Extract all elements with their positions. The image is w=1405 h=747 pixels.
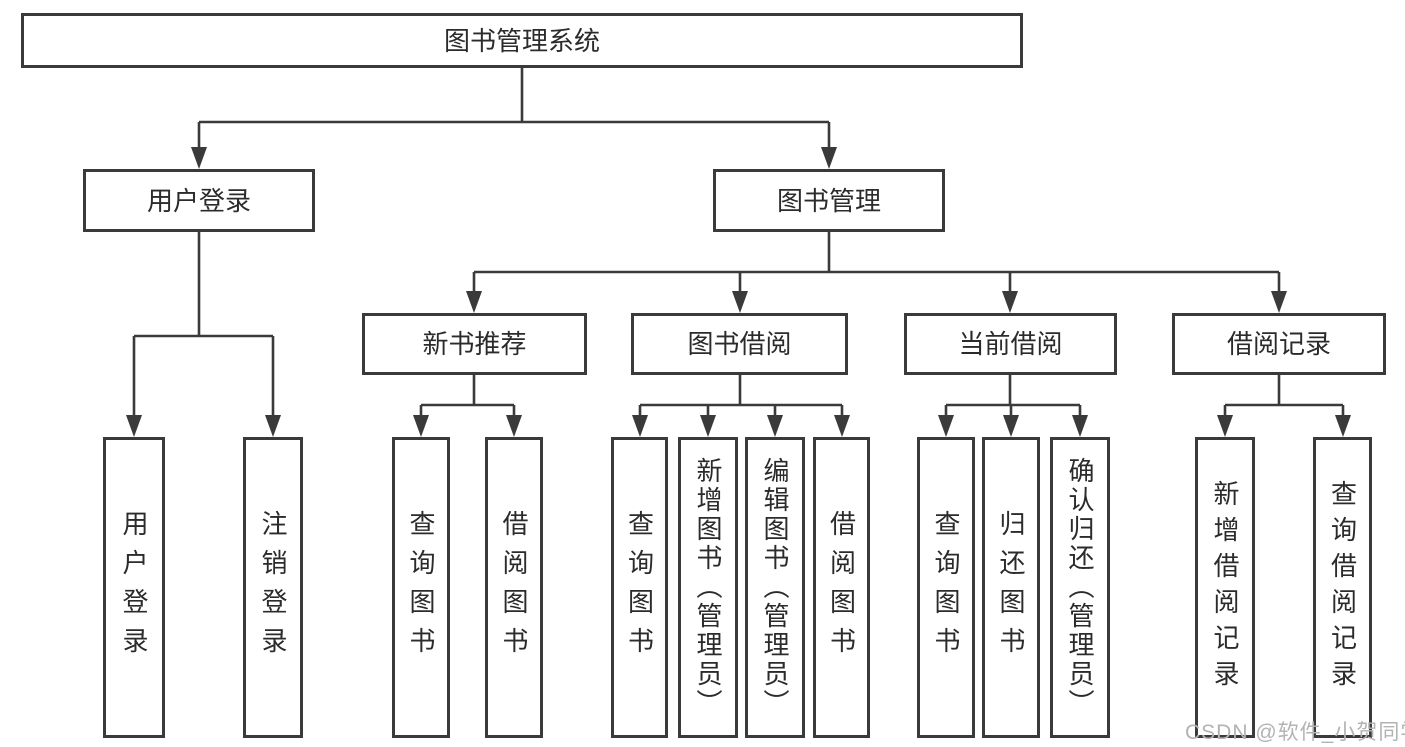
- arrowhead: [767, 415, 783, 437]
- arrowhead: [732, 291, 748, 313]
- node-library-management-system: 图书管理系统: [21, 13, 1023, 68]
- arrowhead: [1217, 415, 1233, 437]
- leaf-query-books-borrow: 查询图书: [611, 437, 668, 738]
- edge-book-borrow-to-leaves: [632, 375, 850, 437]
- leaf-add-books-admin: 新增图书（管理员）: [678, 437, 738, 738]
- arrowhead: [413, 415, 429, 437]
- edge-borrow-records-to-leaves: [1217, 375, 1351, 437]
- leaf-query-books-current: 查询图书: [917, 437, 975, 738]
- node-borrowing-records: 借阅记录: [1172, 313, 1386, 375]
- node-book-borrowing: 图书借阅: [631, 313, 848, 375]
- leaf-return-books: 归还图书: [982, 437, 1040, 738]
- node-book-management: 图书管理: [713, 169, 945, 232]
- edge-book-mgmt-to-level3: [466, 232, 1287, 313]
- arrowhead: [1271, 291, 1287, 313]
- leaf-confirm-return-admin: 确认归还（管理员）: [1050, 437, 1110, 738]
- leaf-edit-books-admin: 编辑图书（管理员）: [745, 437, 805, 738]
- edge-root-to-level2: [191, 68, 837, 169]
- leaf-borrow-books-newbook: 借阅图书: [485, 437, 543, 738]
- node-user-login: 用户登录: [83, 169, 315, 232]
- leaf-add-borrow-record: 新增借阅记录: [1195, 437, 1255, 738]
- leaf-user-login: 用户登录: [103, 437, 165, 738]
- arrowhead: [821, 147, 837, 169]
- arrowhead: [506, 415, 522, 437]
- arrowhead: [191, 147, 207, 169]
- arrowhead: [265, 415, 281, 437]
- arrowhead: [700, 415, 716, 437]
- arrowhead: [1003, 415, 1019, 437]
- edge-user-login-to-leaves: [126, 232, 281, 437]
- leaf-logout: 注销登录: [243, 437, 303, 738]
- arrowhead: [126, 415, 142, 437]
- arrowhead: [938, 415, 954, 437]
- edge-current-borrow-to-leaves: [938, 375, 1088, 437]
- csdn-watermark: CSDN @软件_小贺同学: [1185, 721, 1405, 744]
- leaf-query-books-newbook: 查询图书: [392, 437, 450, 738]
- arrowhead: [466, 291, 482, 313]
- arrowhead: [1335, 415, 1351, 437]
- edge-new-book-to-leaves: [413, 375, 522, 437]
- arrowhead: [834, 415, 850, 437]
- leaf-query-borrow-record: 查询借阅记录: [1313, 437, 1372, 738]
- arrowhead: [1002, 291, 1018, 313]
- node-current-borrowing: 当前借阅: [904, 313, 1117, 375]
- arrowhead: [632, 415, 648, 437]
- arrowhead: [1072, 415, 1088, 437]
- leaf-borrow-books-borrow: 借阅图书: [813, 437, 870, 738]
- node-new-book-recommendation: 新书推荐: [362, 313, 587, 375]
